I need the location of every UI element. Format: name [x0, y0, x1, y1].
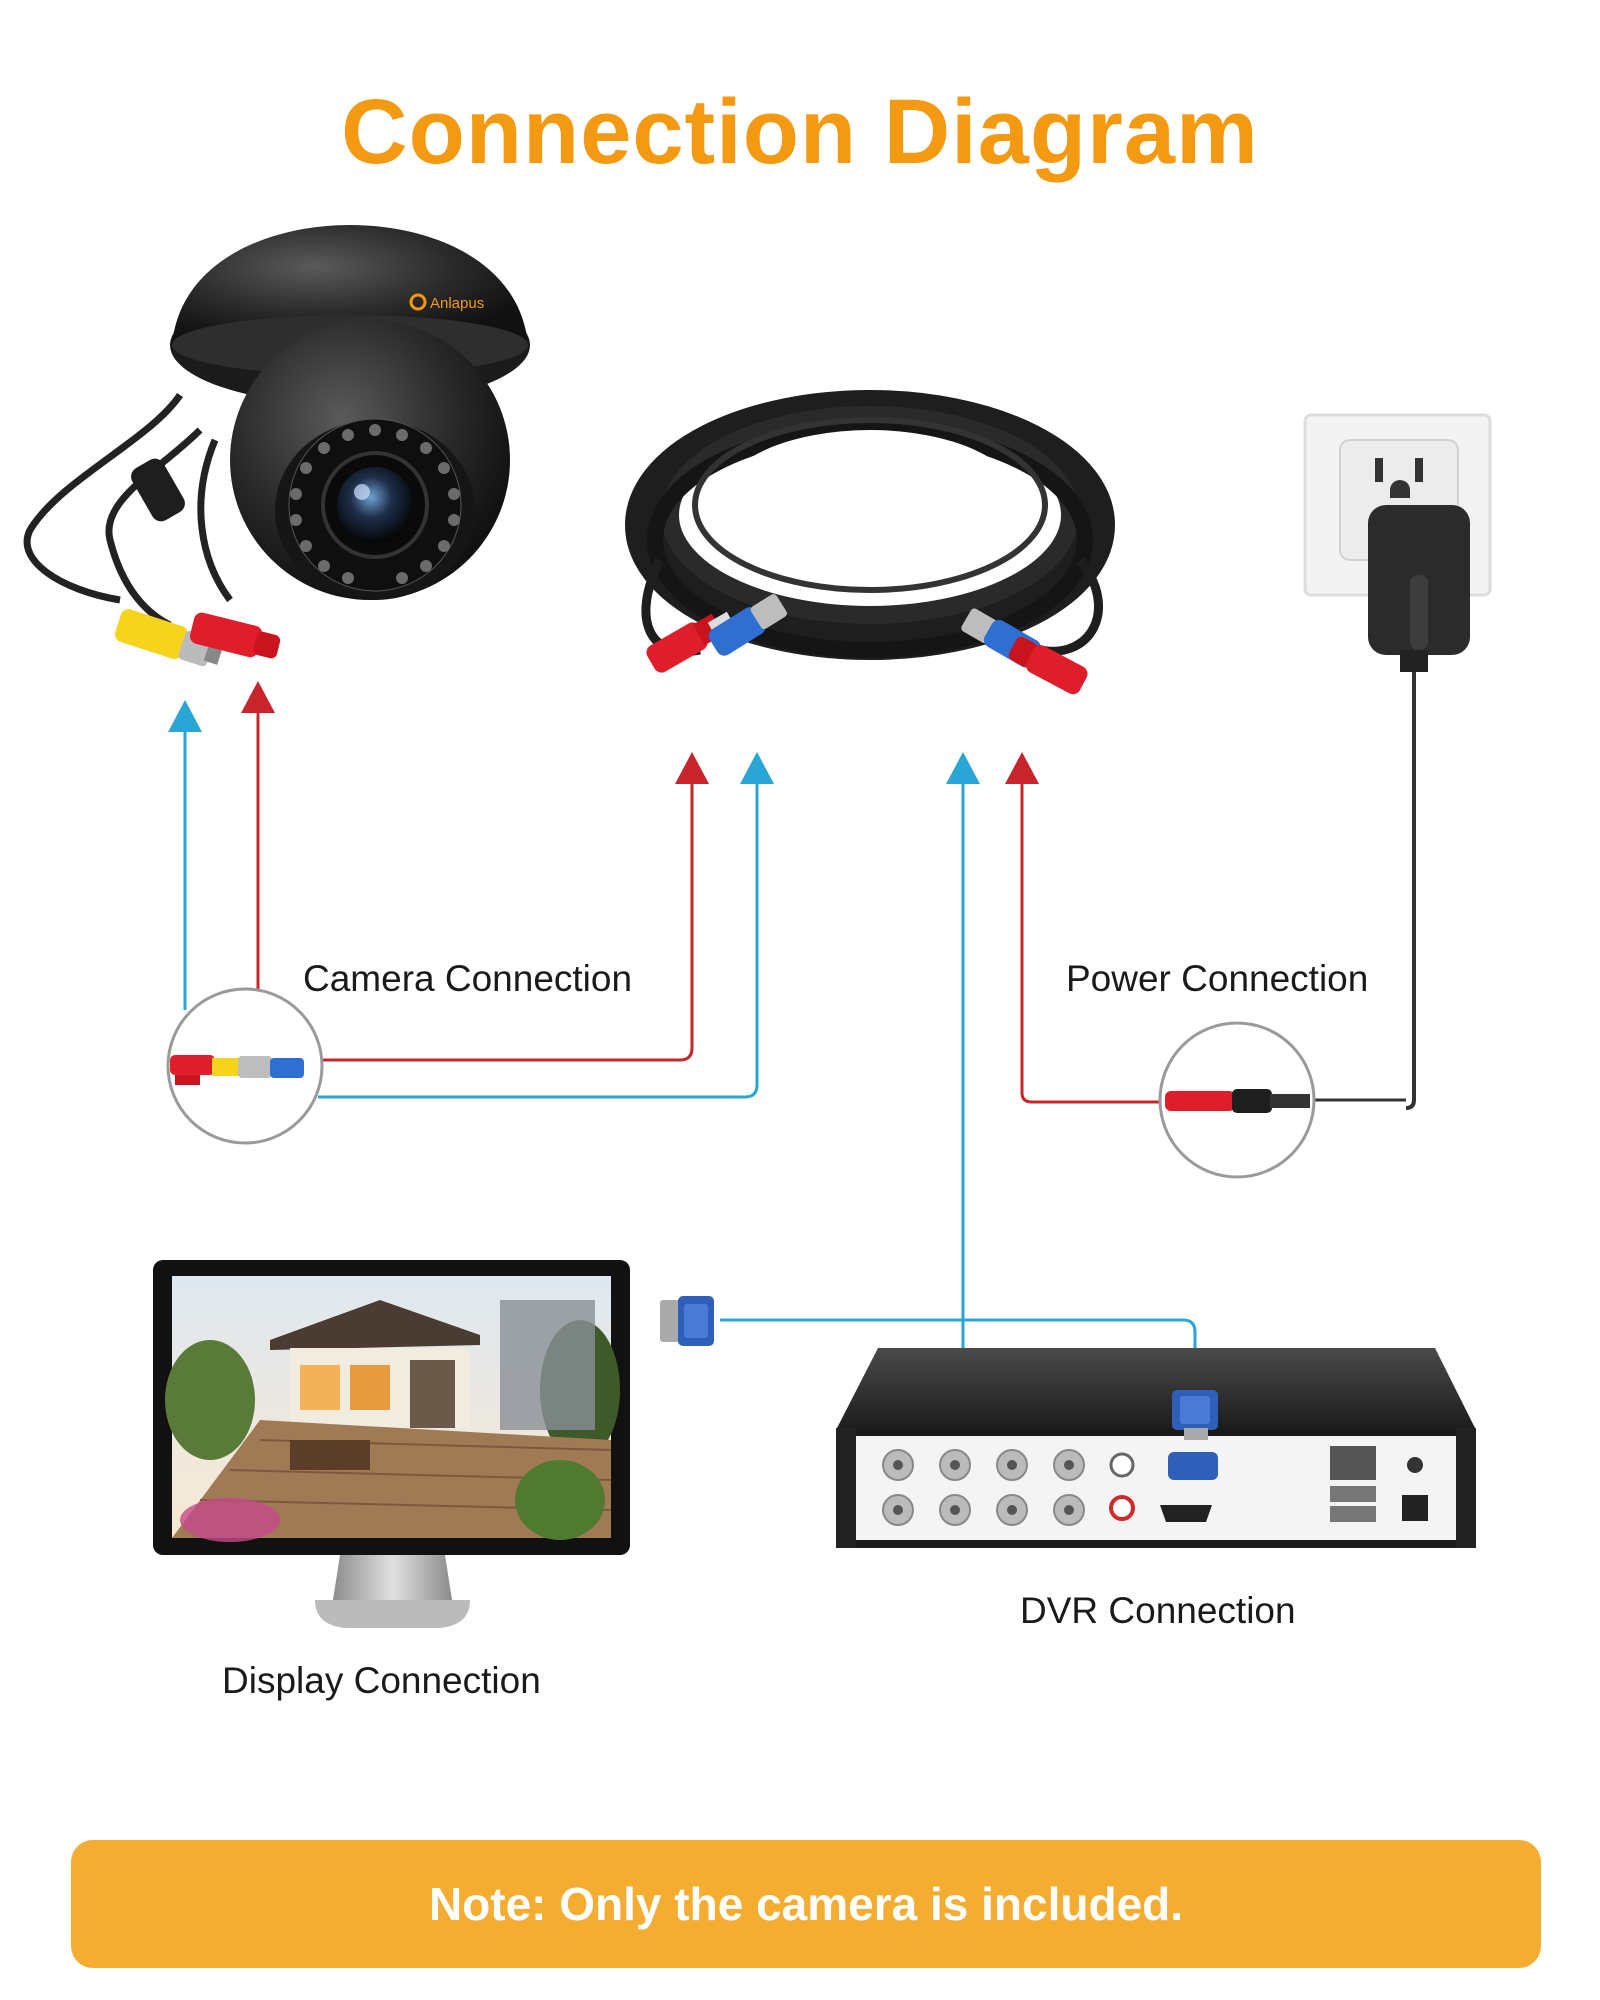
dome-camera: Anlapus: [23, 225, 530, 667]
display-monitor: [153, 1260, 630, 1628]
wall-outlet-adapter: [1303, 413, 1492, 1110]
camera-connection-label: Camera Connection: [303, 958, 633, 999]
connection-lines: [183, 705, 1406, 1480]
note-text: Note: Only the camera is included.: [428, 1878, 1184, 1930]
power-connection-zoom: [1158, 1021, 1316, 1179]
camera-connection-zoom: [166, 987, 324, 1145]
dvr-recorder: [836, 1348, 1476, 1548]
extension-cable-coil: [625, 390, 1115, 695]
vga-plug: [660, 1296, 714, 1346]
power-connection-label: Power Connection: [1066, 958, 1369, 999]
page-title: Connection Diagram: [341, 81, 1259, 183]
display-connection-label: Display Connection: [222, 1660, 541, 1701]
svg-text:Anlapus: Anlapus: [430, 295, 484, 312]
dvr-connection-label: DVR Connection: [1020, 1590, 1296, 1631]
arrowheads: [168, 681, 1039, 784]
note-banner: Note: Only the camera is included.: [71, 1840, 1541, 1968]
